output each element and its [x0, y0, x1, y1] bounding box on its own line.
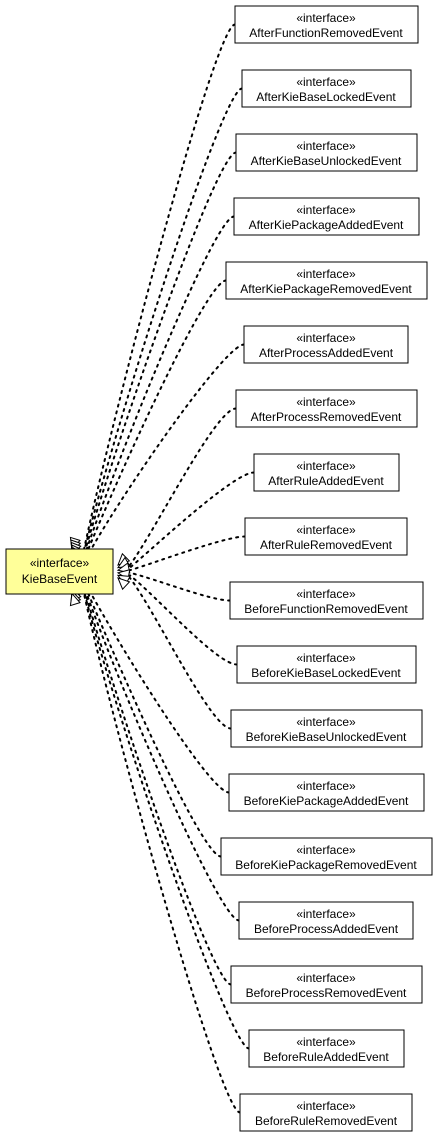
arrowhead-before-kie-base-unlocked-event — [117, 577, 131, 591]
edge-before-function-removed-event — [129, 571, 231, 602]
node-before-kie-package-added-event-stereotype: «interface» — [296, 779, 356, 793]
node-before-function-removed-event-stereotype: «interface» — [296, 587, 356, 601]
node-before-kie-base-locked-event-box — [236, 645, 417, 684]
node-after-kie-base-locked-event-box — [241, 69, 412, 108]
edge-after-kie-package-removed-event — [83, 279, 227, 561]
node-before-process-removed-event-name: BeforeProcessRemovedEvent — [246, 986, 407, 1000]
node-before-process-added-event-box — [238, 901, 414, 940]
edge-before-rule-added-event — [83, 590, 250, 1050]
node-before-process-added-event[interactable]: «interface»BeforeProcessAddedEvent — [238, 901, 414, 940]
node-before-process-removed-event-box — [230, 965, 423, 1004]
node-after-function-removed-event-box — [234, 5, 419, 44]
node-before-kie-package-added-event-name: BeforeKiePackageAddedEvent — [244, 794, 409, 808]
edge-after-function-removed-event — [83, 23, 236, 551]
edge-before-kie-package-added-event — [83, 579, 230, 794]
node-before-kie-package-removed-event-name: BeforeKiePackageRemovedEvent — [235, 858, 417, 872]
node-after-function-removed-event[interactable]: «interface»AfterFunctionRemovedEvent — [234, 5, 419, 44]
edge-after-process-removed-event — [129, 407, 237, 566]
node-after-process-added-event[interactable]: «interface»AfterProcessAddedEvent — [243, 325, 409, 364]
node-before-function-removed-event-box — [229, 581, 424, 620]
arrowhead-before-rule-removed-event — [69, 592, 81, 607]
node-after-kie-package-removed-event-stereotype: «interface» — [296, 267, 356, 281]
node-before-kie-package-added-event-box — [228, 773, 425, 812]
edge-before-rule-removed-event — [83, 592, 241, 1114]
node-after-kie-base-locked-event[interactable]: «interface»AfterKieBaseLockedEvent — [241, 69, 412, 108]
node-after-kie-package-removed-event-box — [225, 261, 428, 300]
node-before-rule-added-event-box — [248, 1029, 405, 1068]
node-after-kie-base-unlocked-event-box — [235, 133, 418, 172]
node-before-process-removed-event[interactable]: «interface»BeforeProcessRemovedEvent — [230, 965, 423, 1004]
node-after-kie-base-locked-event-name: AfterKieBaseLockedEvent — [256, 90, 396, 104]
node-after-kie-base-locked-event-stereotype: «interface» — [296, 75, 356, 89]
edge-after-rule-added-event — [129, 471, 255, 569]
edge-after-process-added-event — [83, 343, 245, 564]
node-after-process-removed-event-box — [235, 389, 418, 428]
node-kiebaseevent-box — [5, 548, 114, 595]
edge-after-kie-package-added-event — [83, 215, 235, 559]
node-before-kie-package-removed-event[interactable]: «interface»BeforeKiePackageRemovedEvent — [220, 837, 433, 876]
edge-after-kie-base-locked-event — [83, 87, 243, 553]
node-before-kie-base-unlocked-event-stereotype: «interface» — [296, 715, 356, 729]
node-before-kie-base-locked-event-stereotype: «interface» — [296, 651, 356, 665]
edge-before-process-removed-event — [83, 587, 232, 986]
node-after-process-added-event-stereotype: «interface» — [296, 331, 356, 345]
node-before-function-removed-event-name: BeforeFunctionRemovedEvent — [244, 602, 408, 616]
node-before-kie-package-added-event[interactable]: «interface»BeforeKiePackageAddedEvent — [228, 773, 425, 812]
node-before-kie-package-removed-event-box — [220, 837, 433, 876]
node-before-process-added-event-stereotype: «interface» — [296, 907, 356, 921]
node-after-function-removed-event-name: AfterFunctionRemovedEvent — [249, 26, 403, 40]
edge-after-rule-removed-event — [129, 535, 246, 572]
edge-before-kie-base-locked-event — [129, 574, 238, 666]
node-before-rule-removed-event-box — [239, 1093, 413, 1132]
node-after-rule-removed-event-box — [244, 517, 408, 556]
node-before-rule-removed-event[interactable]: «interface»BeforeRuleRemovedEvent — [239, 1093, 413, 1132]
node-after-rule-added-event-name: AfterRuleAddedEvent — [268, 474, 384, 488]
node-after-kie-base-unlocked-event-name: AfterKieBaseUnlockedEvent — [251, 154, 402, 168]
node-after-process-removed-event[interactable]: «interface»AfterProcessRemovedEvent — [235, 389, 418, 428]
node-after-kie-package-removed-event[interactable]: «interface»AfterKiePackageRemovedEvent — [225, 261, 428, 300]
node-after-rule-removed-event-name: AfterRuleRemovedEvent — [260, 538, 393, 552]
node-after-kie-base-unlocked-event-stereotype: «interface» — [296, 139, 356, 153]
node-after-process-added-event-name: AfterProcessAddedEvent — [259, 346, 394, 360]
node-before-kie-base-locked-event[interactable]: «interface»BeforeKieBaseLockedEvent — [236, 645, 417, 684]
node-before-function-removed-event[interactable]: «interface»BeforeFunctionRemovedEvent — [229, 581, 424, 620]
node-before-process-removed-event-stereotype: «interface» — [296, 971, 356, 985]
node-before-process-added-event-name: BeforeProcessAddedEvent — [254, 922, 399, 936]
node-before-rule-removed-event-stereotype: «interface» — [296, 1099, 356, 1113]
node-after-rule-added-event-box — [253, 453, 400, 492]
node-after-process-added-event-box — [243, 325, 409, 364]
interface-nodes: «interface»AfterFunctionRemovedEvent«int… — [220, 5, 433, 1132]
node-after-kie-package-added-event-name: AfterKiePackageAddedEvent — [249, 218, 404, 232]
node-before-rule-removed-event-name: BeforeRuleRemovedEvent — [255, 1114, 398, 1128]
node-before-rule-added-event-stereotype: «interface» — [296, 1035, 356, 1049]
node-kiebaseevent-stereotype: «interface» — [30, 556, 90, 570]
node-before-rule-added-event[interactable]: «interface»BeforeRuleAddedEvent — [248, 1029, 405, 1068]
node-after-kie-package-added-event-stereotype: «interface» — [296, 203, 356, 217]
node-after-rule-removed-event[interactable]: «interface»AfterRuleRemovedEvent — [244, 517, 408, 556]
node-after-process-removed-event-name: AfterProcessRemovedEvent — [251, 410, 402, 424]
node-after-function-removed-event-stereotype: «interface» — [296, 11, 356, 25]
node-after-rule-added-event-stereotype: «interface» — [296, 459, 356, 473]
node-after-kie-base-unlocked-event[interactable]: «interface»AfterKieBaseUnlockedEvent — [235, 133, 418, 172]
node-after-rule-removed-event-stereotype: «interface» — [296, 523, 356, 537]
node-after-rule-added-event[interactable]: «interface»AfterRuleAddedEvent — [253, 453, 400, 492]
edge-before-kie-base-unlocked-event — [129, 577, 232, 730]
edge-before-process-added-event — [83, 584, 240, 922]
node-before-kie-base-unlocked-event[interactable]: «interface»BeforeKieBaseUnlockedEvent — [230, 709, 423, 748]
node-before-kie-base-locked-event-name: BeforeKieBaseLockedEvent — [251, 666, 401, 680]
node-before-kie-base-unlocked-event-box — [230, 709, 423, 748]
edge-after-kie-base-unlocked-event — [83, 151, 237, 556]
node-after-kie-package-added-event[interactable]: «interface»AfterKiePackageAddedEvent — [233, 197, 420, 236]
node-after-kie-package-added-event-box — [233, 197, 420, 236]
node-before-kie-package-removed-event-stereotype: «interface» — [296, 843, 356, 857]
node-after-process-removed-event-stereotype: «interface» — [296, 395, 356, 409]
node-kiebaseevent[interactable]: «interface» KieBaseEvent — [5, 548, 114, 595]
node-after-kie-package-removed-event-name: AfterKiePackageRemovedEvent — [240, 282, 412, 296]
node-before-rule-added-event-name: BeforeRuleAddedEvent — [263, 1050, 389, 1064]
node-kiebaseevent-name: KieBaseEvent — [22, 572, 98, 586]
edge-before-kie-package-removed-event — [83, 582, 222, 858]
node-before-kie-base-unlocked-event-name: BeforeKieBaseUnlockedEvent — [246, 730, 407, 744]
